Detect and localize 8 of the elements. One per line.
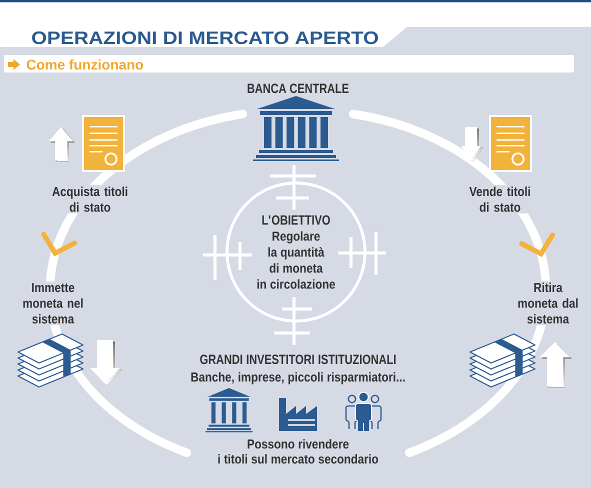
text-label: Acquista titoli di stato (50, 185, 130, 214)
text-label: Ritira moneta dal sistema (516, 281, 580, 326)
section-bar: Come funzionano (4, 55, 574, 72)
bank-label: BANCA CENTRALE (248, 84, 349, 94)
title: OPERAZIONI DI MERCATO APERTO (32, 31, 378, 44)
investor-text: GRANDI INVESTITORI ISTITUZIONALI Banche, imprese, piccoli risparmiatori... Possono rivendere i titoli sul mercato secondario (191, 354, 405, 464)
text-label: Immette moneta nel sistema (21, 282, 85, 326)
text-label: Vende titoli di stato (467, 185, 533, 214)
